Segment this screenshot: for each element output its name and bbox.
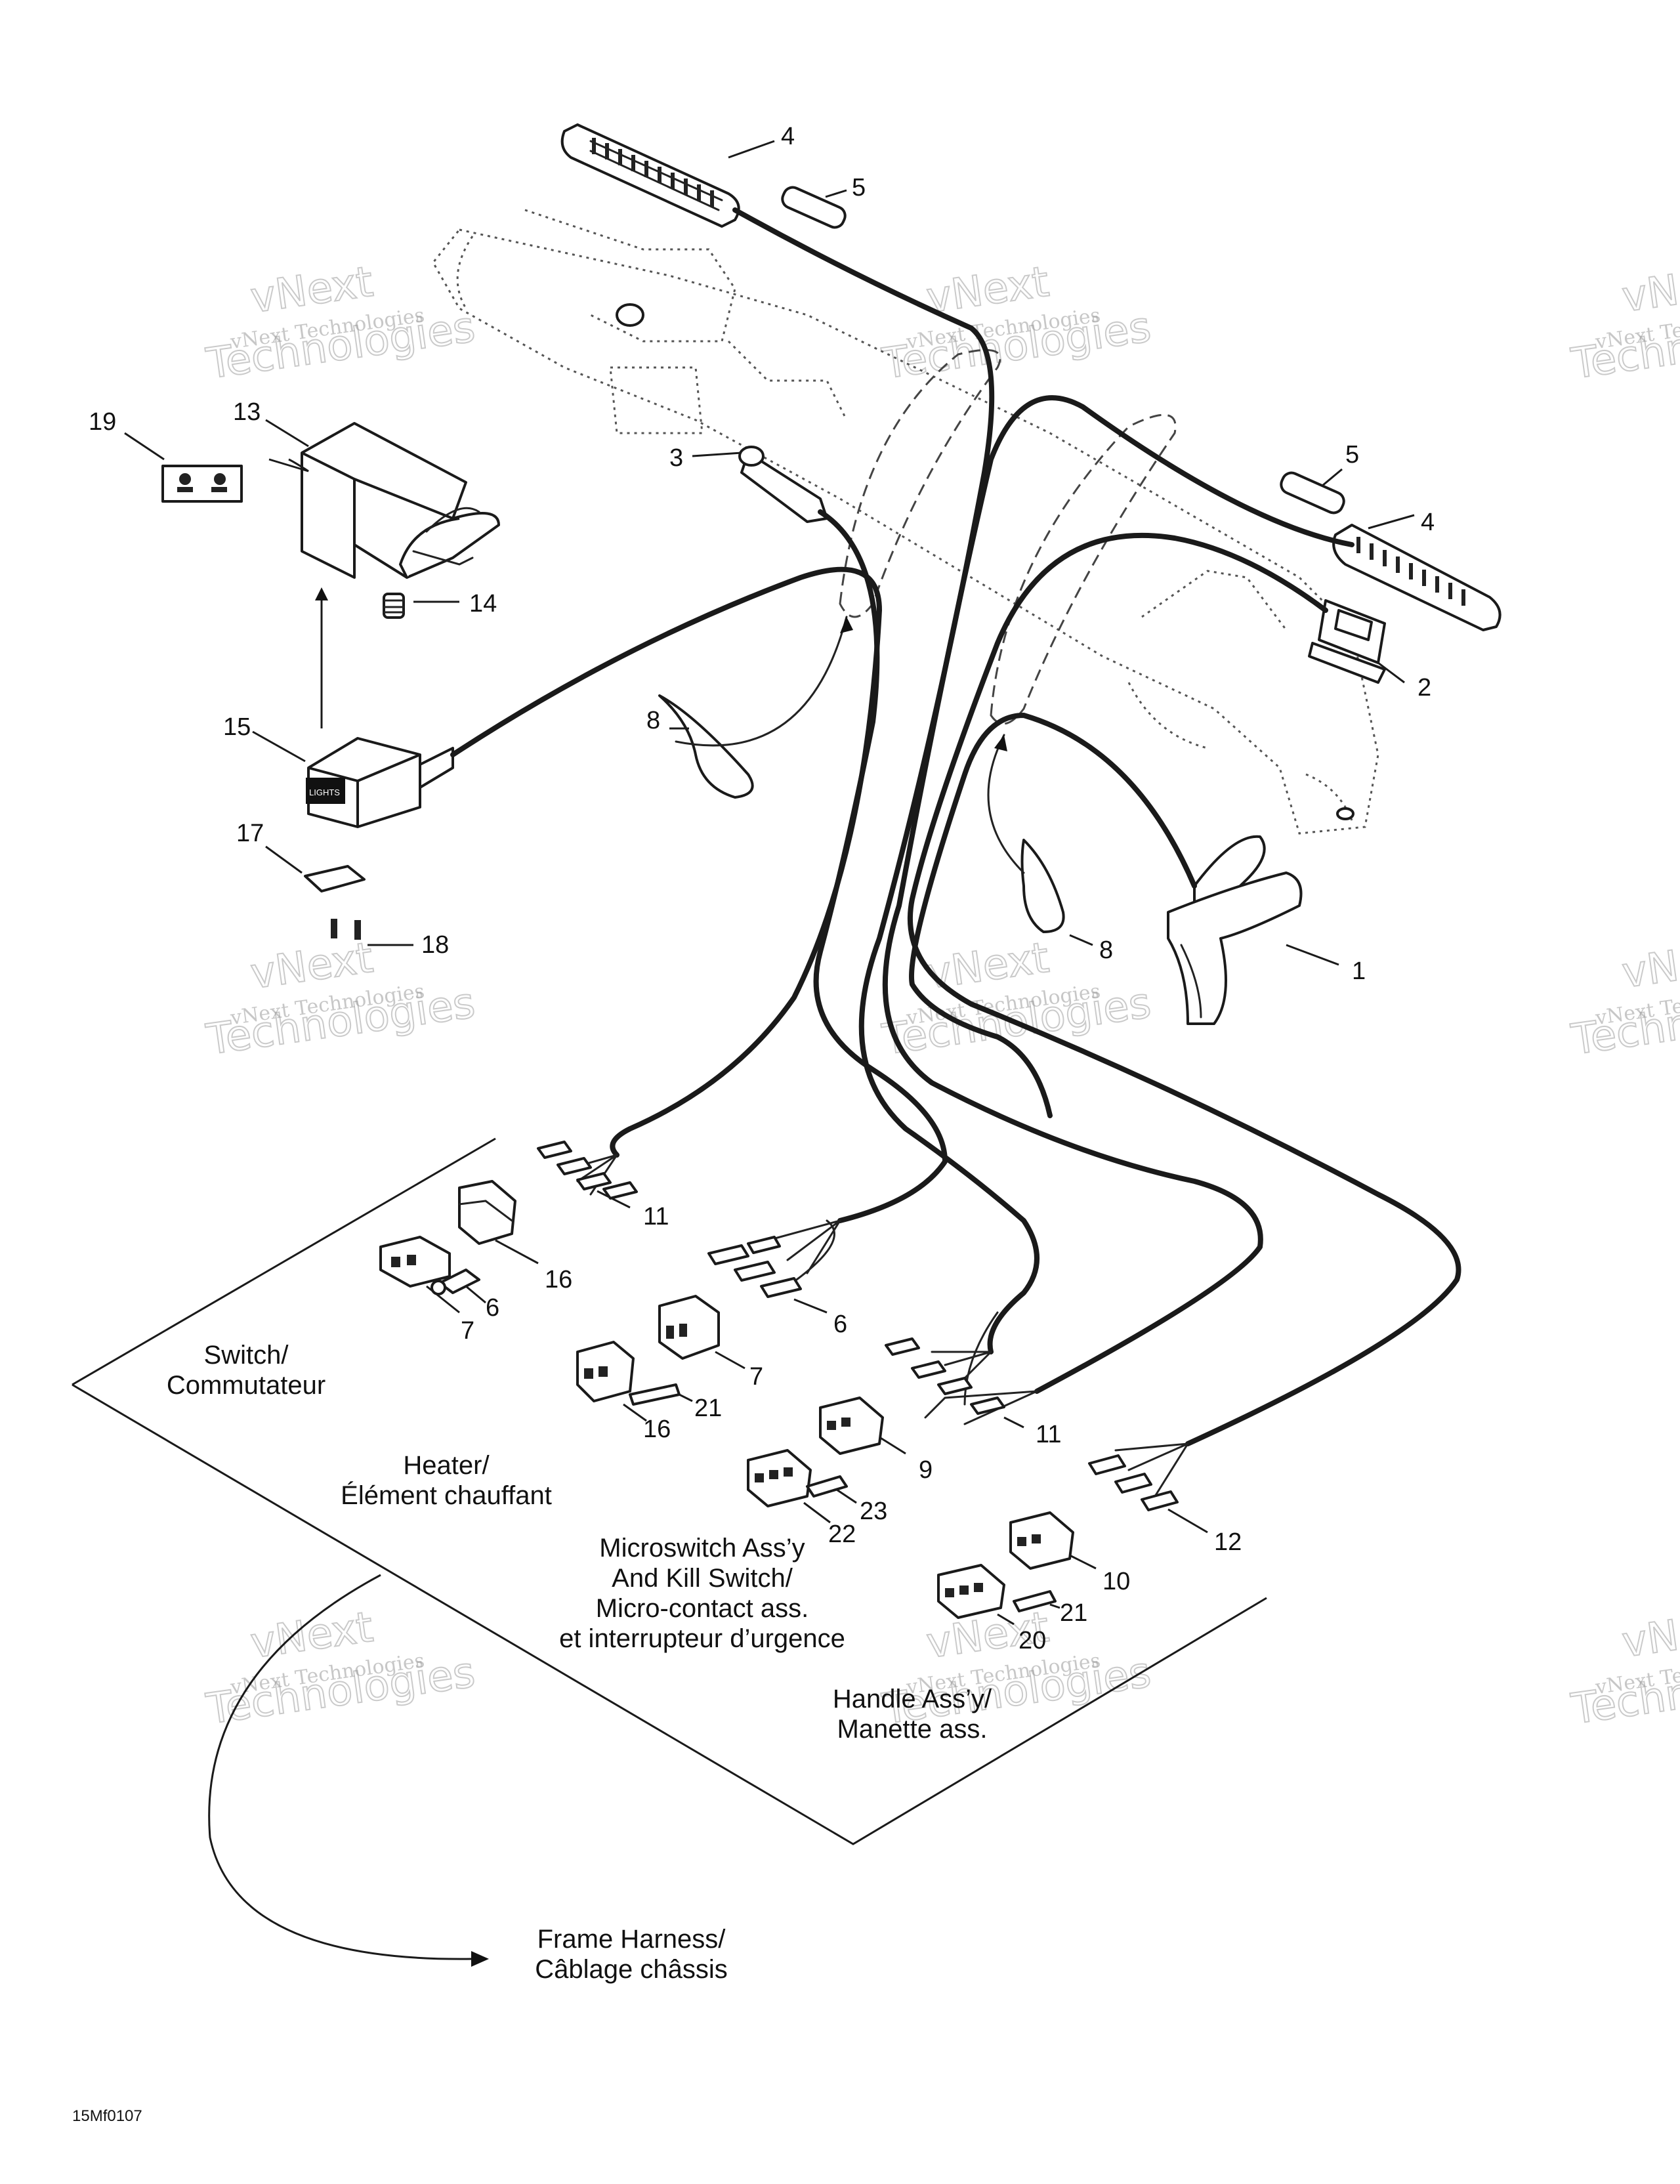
svg-text:Câblage châssis: Câblage châssis <box>535 1955 728 1984</box>
brake-lever <box>1167 835 1303 1025</box>
leaders <box>124 140 1415 1626</box>
callout-14: 14 <box>469 590 497 618</box>
connector-22 <box>747 1449 812 1507</box>
callout-19: 19 <box>89 408 116 436</box>
connector-9 <box>819 1396 884 1455</box>
svg-text:LIGHTS: LIGHTS <box>309 788 340 797</box>
terminals-11-upper <box>537 1141 638 1200</box>
kill-switch <box>1308 599 1386 684</box>
callout-15: 15 <box>223 713 251 741</box>
connector-10 <box>1009 1511 1074 1570</box>
svg-text:And Kill Switch/: And Kill Switch/ <box>612 1564 793 1593</box>
callout-2: 2 <box>1418 674 1431 702</box>
grip-left <box>560 123 740 228</box>
callout-18: 18 <box>421 931 449 959</box>
frame-harness-arrow <box>208 1574 489 1967</box>
svg-text:vN: vN <box>1619 942 1680 998</box>
connector-7-right <box>658 1295 720 1360</box>
watermark: vNext Technologies vNext Technologies <box>203 1603 478 1735</box>
callout-5: 5 <box>852 174 866 201</box>
connector-7-left <box>379 1236 451 1288</box>
label-heater: Heater/ Élément chauffant <box>341 1451 552 1510</box>
callout-17: 17 <box>236 820 264 847</box>
callout-7: 7 <box>749 1363 763 1391</box>
terminals-12 <box>1088 1454 1179 1511</box>
grip-right <box>1332 524 1502 631</box>
callout-22: 22 <box>828 1521 856 1548</box>
switch-housing <box>301 422 500 579</box>
terminals-11-lower <box>885 1337 1005 1415</box>
screws <box>331 919 361 940</box>
callout-6: 6 <box>833 1311 847 1338</box>
callout-16: 16 <box>545 1266 572 1293</box>
callout-1: 1 <box>1352 957 1366 985</box>
callout-4: 4 <box>1421 509 1435 536</box>
callout-8: 8 <box>646 707 660 734</box>
svg-text:Manette ass.: Manette ass. <box>837 1715 987 1744</box>
throttle-knob <box>616 303 644 327</box>
callout-3: 3 <box>669 444 683 472</box>
svg-text:vN: vN <box>1619 1611 1680 1667</box>
connector-16-lower <box>576 1341 635 1402</box>
svg-text:Heater/: Heater/ <box>403 1451 490 1480</box>
callout-11: 11 <box>1036 1421 1061 1448</box>
reference-code: 15Mf0107 <box>72 2107 142 2125</box>
callouts: 1 2 3 4 4 5 5 6 6 7 7 8 8 9 10 11 11 12 … <box>89 123 1435 1654</box>
label-microswitch: Microswitch Ass’y And Kill Switch/ Micro… <box>559 1534 845 1653</box>
watermark: vN Techn vNext Te <box>1568 941 1680 1065</box>
terminal-21-left <box>629 1383 681 1406</box>
svg-text:et interrupteur d’urgence: et interrupteur d’urgence <box>559 1624 845 1653</box>
callout-6: 6 <box>486 1294 499 1322</box>
label-handle: Handle Ass’y/ Manette ass. <box>833 1685 992 1744</box>
microswitch <box>738 446 828 523</box>
callout-21: 21 <box>1060 1599 1087 1627</box>
watermark: vN Techn vNext Te <box>1568 265 1680 389</box>
cable-tie-right <box>987 734 1065 933</box>
terminal-6-small <box>430 1269 480 1295</box>
connector-16-upper <box>458 1180 516 1245</box>
label-frame-harness: Frame Harness/ Câblage châssis <box>535 1925 728 1984</box>
callout-7: 7 <box>461 1317 474 1345</box>
mounting-plate <box>304 865 366 892</box>
svg-text:Micro-contact ass.: Micro-contact ass. <box>596 1594 809 1623</box>
callout-10: 10 <box>1102 1568 1130 1595</box>
assembly-arrow <box>315 587 328 728</box>
callout-20: 20 <box>1018 1627 1046 1654</box>
callout-12: 12 <box>1214 1528 1242 1556</box>
section-labels: Switch/ Commutateur Heater/ Élément chau… <box>167 1341 992 1984</box>
nut <box>383 593 405 619</box>
callout-4: 4 <box>781 123 795 150</box>
lights-switch: LIGHTS <box>306 737 454 828</box>
watermark: vN Techn vNext Te <box>1568 1610 1680 1734</box>
callout-23: 23 <box>860 1498 887 1525</box>
harness-panel <box>72 1137 1267 1845</box>
callout-11: 11 <box>643 1203 669 1230</box>
callout-9: 9 <box>919 1456 933 1484</box>
svg-text:Frame Harness/: Frame Harness/ <box>537 1925 726 1954</box>
connector-20 <box>937 1564 1005 1619</box>
svg-text:Élément chauffant: Élément chauffant <box>341 1480 552 1510</box>
callout-16: 16 <box>643 1416 671 1443</box>
terminal-23 <box>806 1475 848 1498</box>
svg-text:Handle Ass’y/: Handle Ass’y/ <box>833 1685 992 1713</box>
label-switch: Switch/ Commutateur <box>167 1341 326 1400</box>
callout-13: 13 <box>233 398 261 426</box>
lights-decal <box>161 465 243 503</box>
wiring-harness <box>450 207 1461 1498</box>
bar-end <box>1336 807 1354 820</box>
handlebar-outline <box>432 209 1379 835</box>
svg-text:Switch/: Switch/ <box>204 1341 289 1370</box>
heater-element-lower <box>1280 471 1345 514</box>
heater-element-upper <box>781 186 847 229</box>
svg-text:Microswitch Ass’y: Microswitch Ass’y <box>599 1534 805 1563</box>
callout-5: 5 <box>1345 441 1359 469</box>
svg-text:vN: vN <box>1619 266 1680 322</box>
callout-8: 8 <box>1099 936 1113 964</box>
svg-text:Commutateur: Commutateur <box>167 1371 326 1400</box>
terminals-6 <box>707 1236 802 1298</box>
callout-21: 21 <box>694 1395 722 1422</box>
cable-tie-left <box>658 616 853 799</box>
terminal-21-right <box>1013 1590 1057 1612</box>
